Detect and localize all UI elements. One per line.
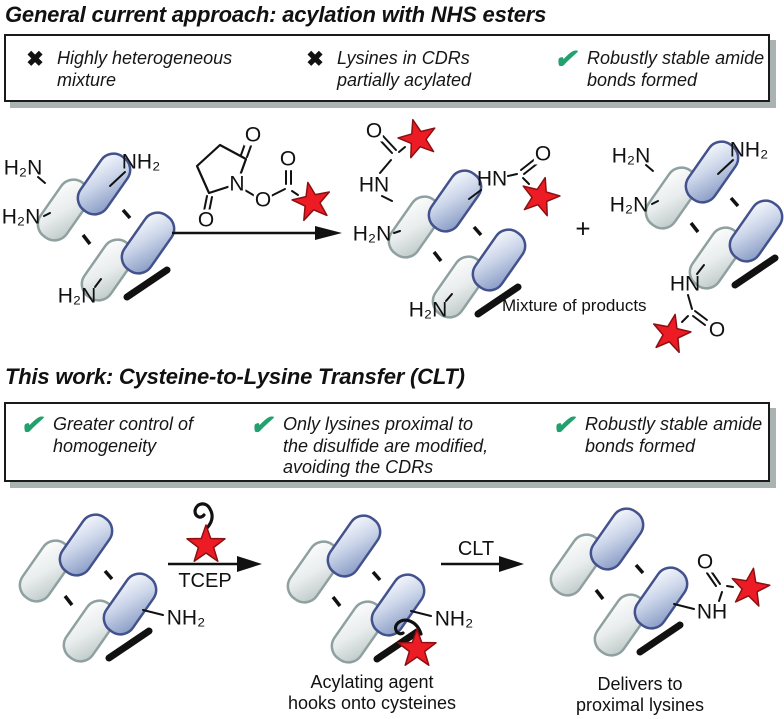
payload-star xyxy=(727,564,773,609)
oxygen-label: O xyxy=(253,188,273,212)
caption-hooks-onto-cysteines: Acylating agent hooks onto cysteines xyxy=(287,672,457,714)
oxygen-label: O xyxy=(707,318,727,342)
amine-label: H₂N xyxy=(609,193,649,217)
oxygen-label: O xyxy=(533,142,553,166)
pro-con-item: ✔ Greater control of homogeneity xyxy=(18,410,194,457)
amine-label: H₂N xyxy=(352,222,392,246)
amine-label: NH₂ xyxy=(121,150,161,174)
section2-title: This work: Cysteine-to-Lysine Transfer (… xyxy=(5,364,465,389)
oxygen-label: O xyxy=(243,123,263,147)
antibody-clt-start xyxy=(14,509,162,667)
amide-label: HN xyxy=(358,173,390,197)
pro-con-item: ✔ Robustly stable amide bonds formed xyxy=(552,44,765,91)
pro-con-text: Robustly stable amide bonds formed xyxy=(587,48,765,90)
amine-label: H₂N xyxy=(1,205,41,229)
nitrogen-label: N xyxy=(228,172,246,196)
payload-star xyxy=(186,524,226,562)
clt-product-bonds xyxy=(673,564,773,610)
reaction-arrow-1 xyxy=(172,226,342,240)
check-icon: ✔ xyxy=(249,410,273,440)
cross-icon: ✖ xyxy=(26,48,44,71)
amide-label: NH xyxy=(696,600,728,624)
check-icon: ✔ xyxy=(553,44,577,74)
amine-label: NH₂ xyxy=(166,606,206,630)
oxygen-label: O xyxy=(695,550,715,574)
pro-con-item: ✖ Highly heterogeneous mixture xyxy=(22,48,232,91)
clt-label: CLT xyxy=(457,538,495,560)
section2-infobox: ✔ Greater control of homogeneity ✔ Only … xyxy=(4,402,770,482)
pro-con-text: Greater control of homogeneity xyxy=(53,414,194,456)
amine-label: H₂N xyxy=(611,144,651,168)
caption-delivers-to-lysines: Delivers to proximal lysines xyxy=(575,674,705,716)
amine-label: NH₂ xyxy=(434,607,474,631)
amine-label: H₂N xyxy=(57,284,97,308)
oxygen-label: O xyxy=(196,208,216,232)
nhs-ester-structure xyxy=(195,140,335,223)
product2-bonds xyxy=(645,159,734,355)
tcep-arrow xyxy=(168,502,262,572)
section1-infobox: ✖ Highly heterogeneous mixture ✖ Lysines… xyxy=(4,34,770,102)
hook-icon xyxy=(193,502,214,531)
amine-label: NH₂ xyxy=(729,138,769,162)
payload-star xyxy=(393,114,442,161)
cross-icon: ✖ xyxy=(306,48,324,71)
oxygen-label: O xyxy=(278,147,298,171)
amide-label: HN xyxy=(476,167,508,191)
antibody-clt-product xyxy=(545,503,693,661)
pro-con-text: Robustly stable amide bonds formed xyxy=(585,414,763,456)
product1-bonds xyxy=(378,114,565,302)
pro-con-text: Lysines in CDRs partially acylated xyxy=(337,48,472,90)
oxygen-label: O xyxy=(364,119,384,143)
amine-label: H₂N xyxy=(408,298,448,322)
check-icon: ✔ xyxy=(551,410,575,440)
mixture-caption: Mixture of products xyxy=(502,296,647,315)
pro-con-item: ✔ Only lysines proximal to the disulfide… xyxy=(248,410,489,479)
payload-star xyxy=(288,177,335,223)
pro-con-item: ✖ Lysines in CDRs partially acylated xyxy=(302,48,471,91)
section1-title: General current approach: acylation with… xyxy=(5,2,547,27)
pro-con-text: Only lysines proximal to the disulfide a… xyxy=(283,414,489,478)
amine-bond xyxy=(142,609,164,616)
amide-label: HN xyxy=(669,272,701,296)
plus-sign: + xyxy=(575,213,591,244)
reactant-leader-lines xyxy=(37,171,126,288)
amine-label: H₂N xyxy=(3,156,43,180)
pro-con-text: Highly heterogeneous mixture xyxy=(57,48,233,90)
check-icon: ✔ xyxy=(19,410,43,440)
clt-arrow xyxy=(441,556,524,572)
hook-icon xyxy=(393,618,423,636)
hooked-star-group xyxy=(393,610,437,666)
tcep-label: TCEP xyxy=(178,570,232,592)
pro-con-item: ✔ Robustly stable amide bonds formed xyxy=(550,410,763,457)
